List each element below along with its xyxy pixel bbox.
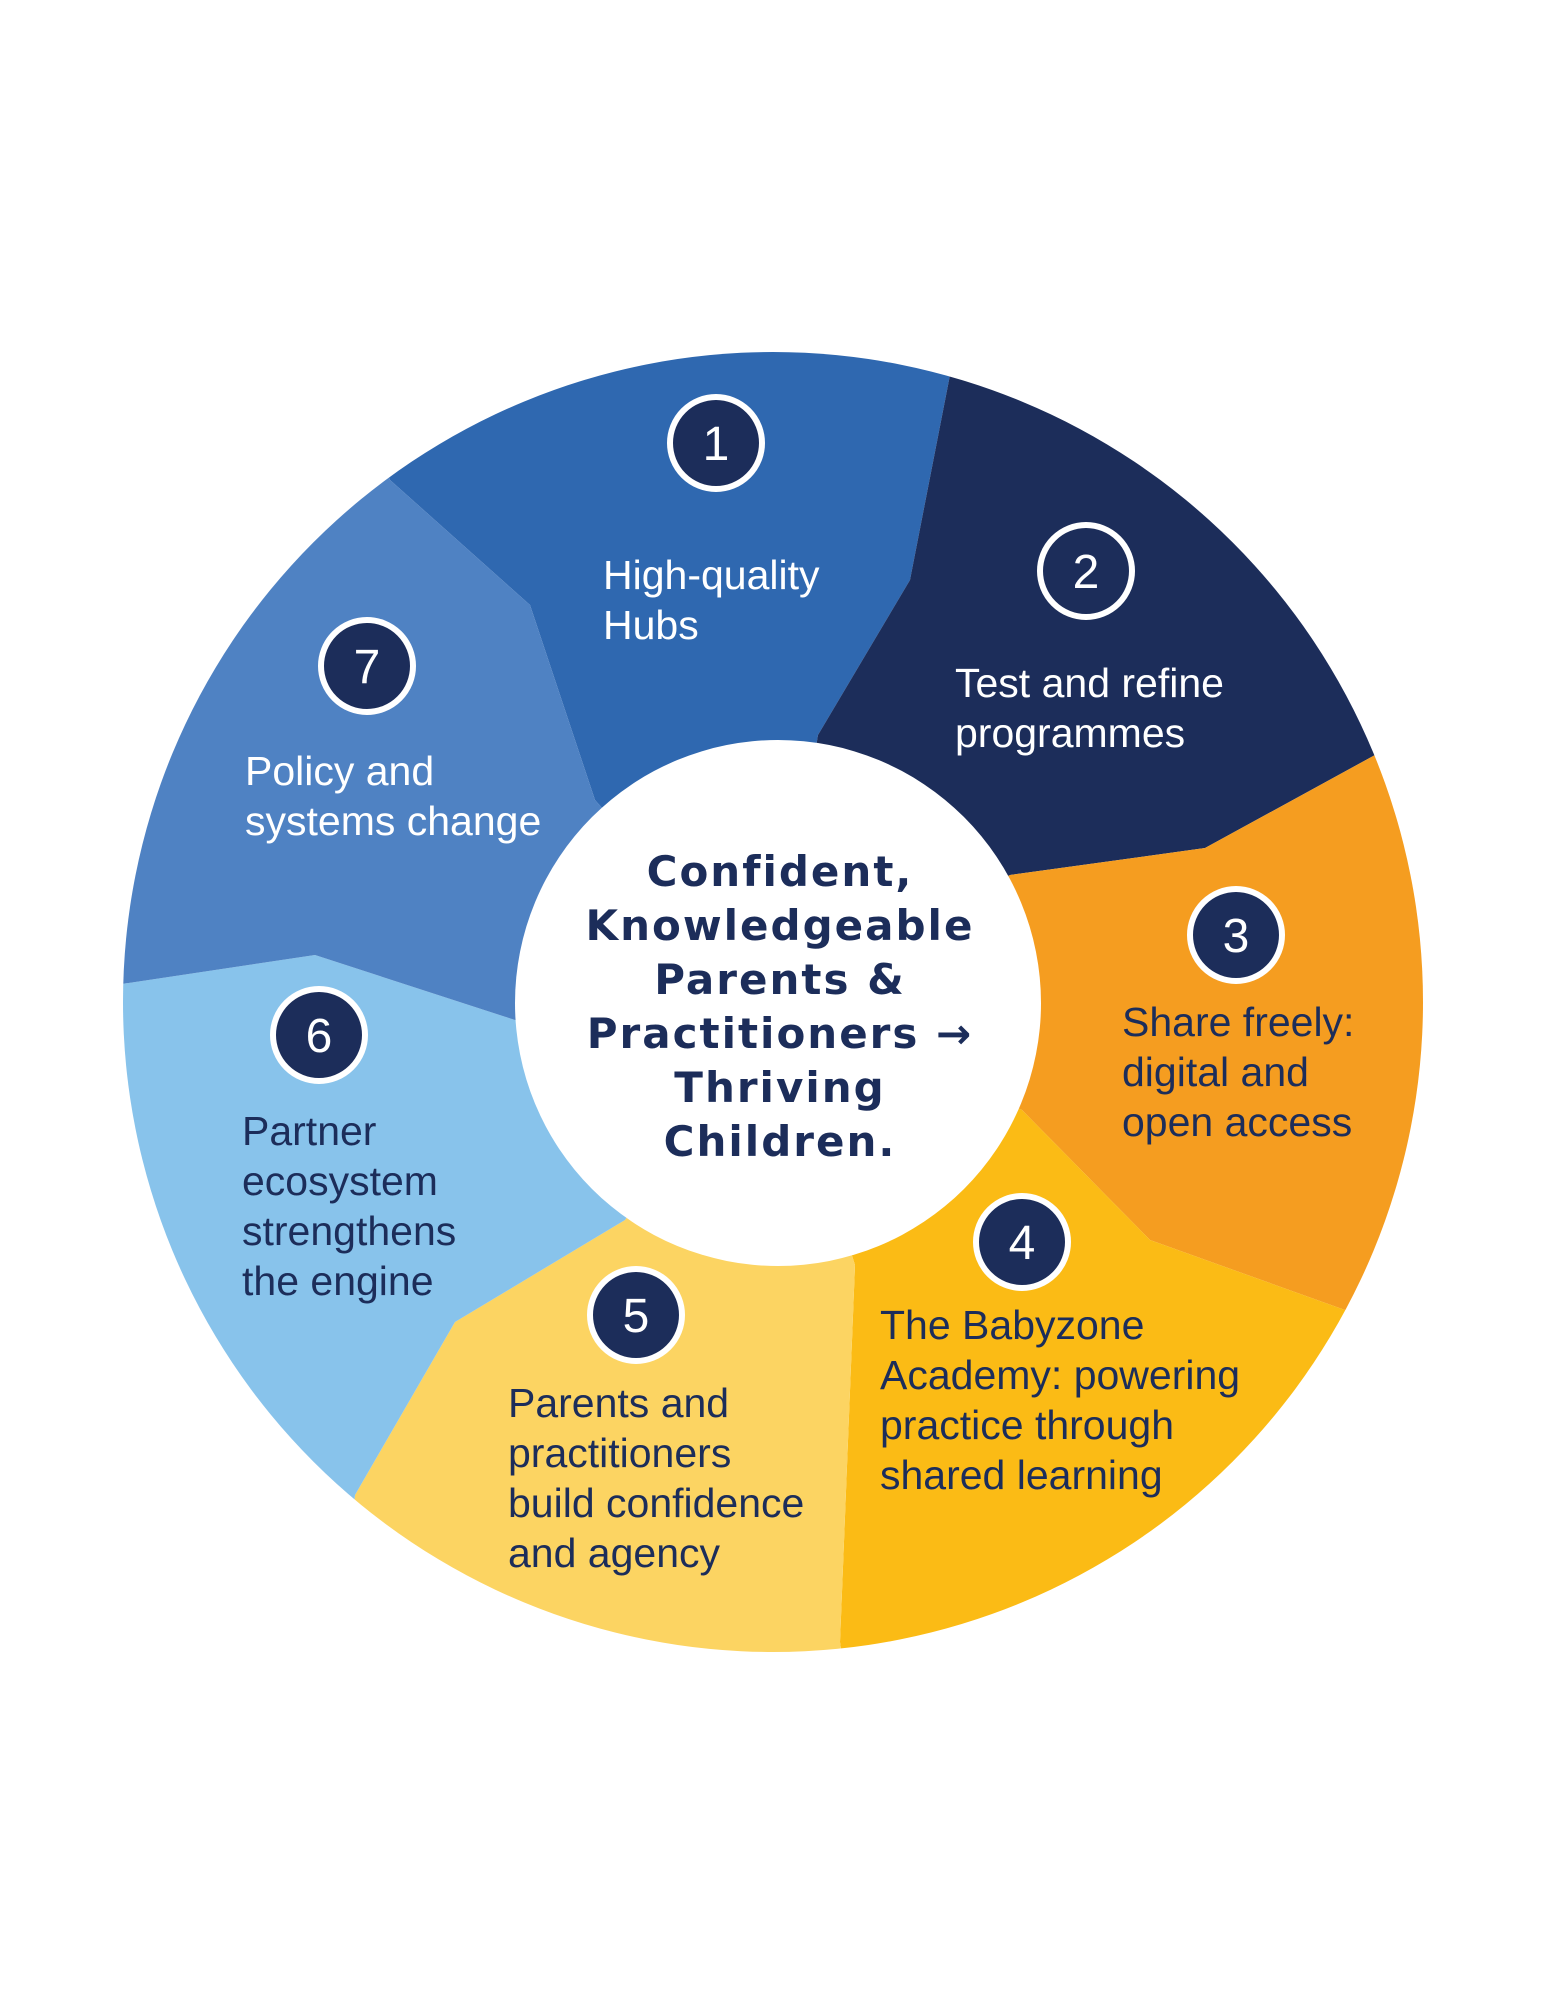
- badge-2-number: 2: [1073, 546, 1100, 599]
- badge-6: 6: [270, 986, 368, 1084]
- badge-1-number: 1: [703, 418, 730, 471]
- center-disc: [515, 740, 1041, 1266]
- segment-1-label: High-quality Hubs: [603, 552, 820, 648]
- segment-6-label: Partner ecosystem strengthens the engine: [242, 1108, 457, 1304]
- badge-4-number: 4: [1009, 1217, 1036, 1270]
- badge-4: 4: [973, 1193, 1071, 1291]
- badge-5-number: 5: [623, 1290, 650, 1343]
- badge-3: 3: [1187, 886, 1285, 984]
- segment-3-label: Share freely: digital and open access: [1122, 999, 1355, 1145]
- badge-3-number: 3: [1223, 910, 1250, 963]
- badge-7-number: 7: [354, 641, 381, 694]
- badge-1: 1: [667, 394, 765, 492]
- badge-6-number: 6: [306, 1010, 333, 1063]
- center-statement: Confident, Knowledgeable Parents & Pract…: [585, 847, 975, 1166]
- badge-7: 7: [318, 617, 416, 715]
- badge-5: 5: [587, 1266, 685, 1364]
- segment-7-label: Policy and systems change: [245, 748, 542, 844]
- segment-6-wedge: [123, 955, 773, 1652]
- segment-5-label: Parents and practitioners build confiden…: [508, 1380, 805, 1576]
- badge-2: 2: [1037, 522, 1135, 620]
- segment-4-label: The Babyzone Academy: powering practice …: [880, 1302, 1241, 1498]
- segment-2-label: Test and refine programmes: [955, 660, 1224, 756]
